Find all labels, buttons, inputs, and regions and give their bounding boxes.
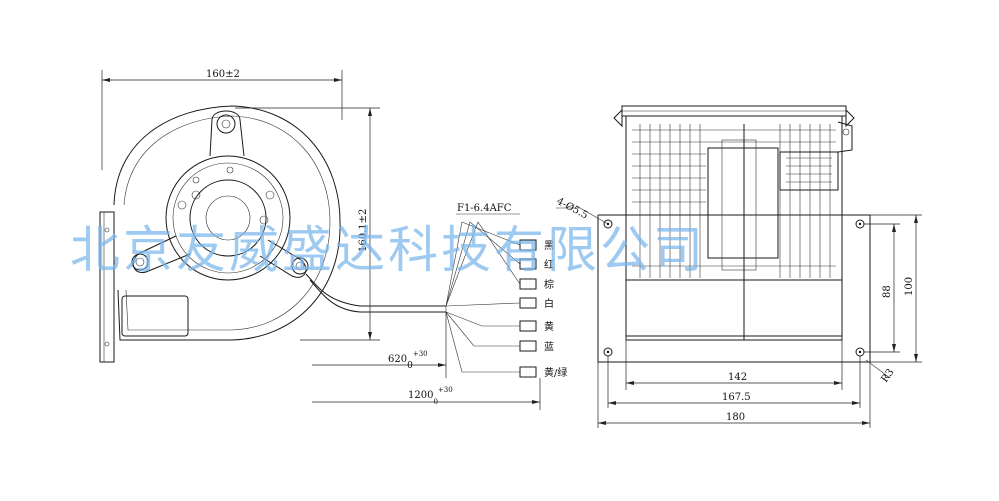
front-height-dimension: 160.1±2 — [358, 209, 369, 252]
wire-label-5: 黄 — [544, 320, 554, 333]
wire-label-6: 蓝 — [544, 341, 554, 353]
lead-length-long: 12000+30 — [408, 386, 453, 406]
hole-callout: 4-Ø5.5 — [555, 196, 590, 222]
dim-100: 100 — [904, 277, 915, 296]
radius-callout: R3 — [879, 367, 896, 385]
dim-167-5: 167.5 — [722, 392, 751, 403]
wire-label-1: 黑 — [544, 240, 554, 252]
front-width-dimension: 160±2 — [206, 69, 240, 80]
wire-label-4: 白 — [544, 297, 554, 310]
dim-88: 88 — [882, 285, 893, 298]
impeller-blades — [639, 124, 831, 278]
dim-142: 142 — [728, 372, 747, 383]
capacitor-label: F1-6.4AFC — [457, 203, 512, 214]
wire-label-3: 棕 — [544, 278, 554, 291]
front-view: 160±2 160.1±2 — [99, 69, 446, 363]
wire-terminals — [519, 239, 537, 378]
wiring-diagram: F1-6.4AFC 黑 红 棕 白 黄 蓝 黄/绿 — [312, 203, 567, 410]
dim-180: 180 — [726, 412, 745, 423]
lead-length-short: 6200+30 — [388, 350, 428, 371]
side-view: 4-Ø5.5 142 167.5 180 88 100 — [555, 105, 922, 428]
wire-label-2: 红 — [544, 258, 554, 271]
wire-label-7: 黄/绿 — [544, 366, 567, 379]
